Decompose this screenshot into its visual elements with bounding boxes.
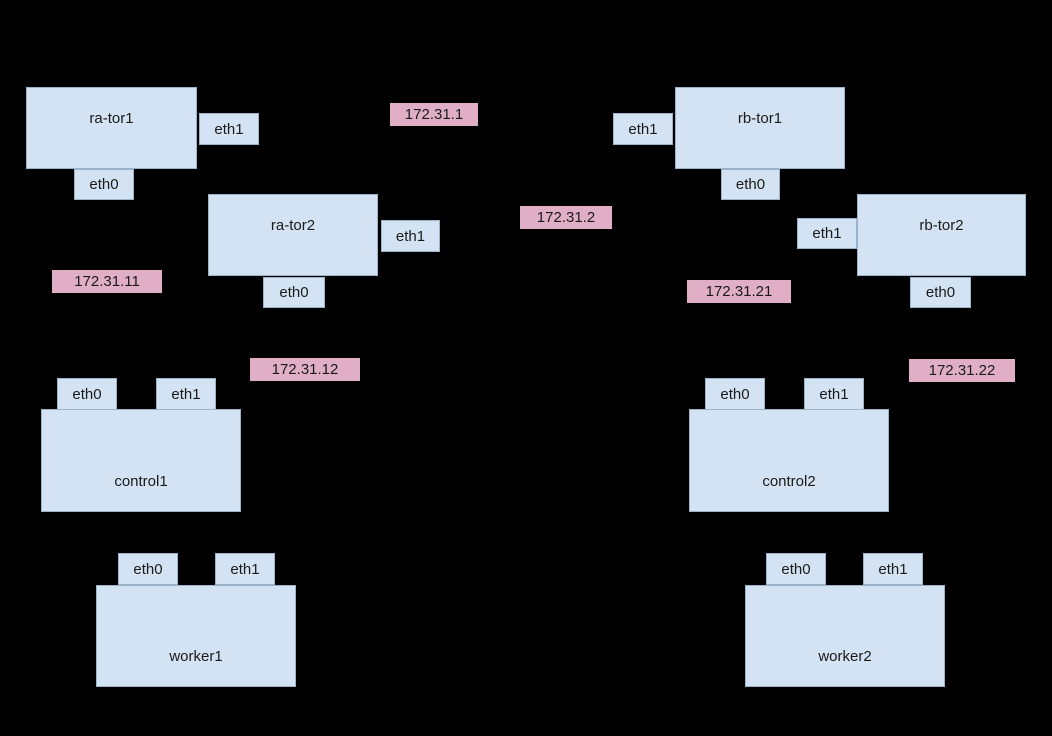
interface-ra-tor2-eth1[interactable]: eth1 bbox=[381, 220, 440, 252]
node-control2[interactable]: control2 bbox=[689, 409, 889, 512]
node-label: control1 bbox=[114, 473, 168, 490]
node-label: ra-tor1 bbox=[89, 110, 134, 127]
interface-label: eth1 bbox=[230, 560, 260, 578]
interface-label: eth0 bbox=[72, 385, 102, 403]
interface-rb-tor1-eth0[interactable]: eth0 bbox=[721, 169, 780, 200]
node-worker2[interactable]: worker2 bbox=[745, 585, 945, 687]
node-rb-tor2[interactable]: rb-tor2 bbox=[857, 194, 1026, 276]
interface-ra-tor1-eth1[interactable]: eth1 bbox=[199, 113, 259, 145]
node-control1[interactable]: control1 bbox=[41, 409, 241, 512]
interface-label: eth1 bbox=[628, 120, 658, 138]
interface-control1-eth0[interactable]: eth0 bbox=[57, 378, 117, 410]
node-label: rb-tor2 bbox=[919, 217, 964, 234]
interface-label: eth0 bbox=[735, 176, 766, 193]
subnet-label-subnet-172-31-11[interactable]: 172.31.11 bbox=[52, 270, 162, 293]
interface-label: eth0 bbox=[925, 284, 956, 301]
interface-worker2-eth1[interactable]: eth1 bbox=[863, 553, 923, 585]
interface-rb-tor2-eth0[interactable]: eth0 bbox=[910, 277, 971, 308]
interface-worker1-eth0[interactable]: eth0 bbox=[118, 553, 178, 585]
subnet-label-subnet-172-31-2[interactable]: 172.31.2 bbox=[520, 206, 612, 229]
subnet-label-subnet-172-31-22[interactable]: 172.31.22 bbox=[909, 359, 1015, 382]
subnet-label-subnet-172-31-1[interactable]: 172.31.1 bbox=[390, 103, 478, 126]
node-label: ra-tor2 bbox=[270, 217, 316, 234]
node-label: control2 bbox=[762, 473, 816, 490]
interface-ra-tor2-eth0[interactable]: eth0 bbox=[263, 277, 325, 308]
interface-worker2-eth0[interactable]: eth0 bbox=[766, 553, 826, 585]
subnet-label-subnet-172-31-12[interactable]: 172.31.12 bbox=[250, 358, 360, 381]
node-ra-tor1[interactable]: ra-tor1 bbox=[26, 87, 197, 169]
node-ra-tor2[interactable]: ra-tor2 bbox=[208, 194, 378, 276]
node-worker1[interactable]: worker1 bbox=[96, 585, 296, 687]
interface-control2-eth0[interactable]: eth0 bbox=[705, 378, 765, 410]
interface-label: eth1 bbox=[214, 120, 244, 138]
interface-label: eth1 bbox=[395, 227, 426, 245]
node-label: worker1 bbox=[169, 648, 223, 665]
interface-control2-eth1[interactable]: eth1 bbox=[804, 378, 864, 410]
node-rb-tor1[interactable]: rb-tor1 bbox=[675, 87, 845, 169]
interface-control1-eth1[interactable]: eth1 bbox=[156, 378, 216, 410]
interface-label: eth0 bbox=[781, 560, 811, 578]
subnet-label-subnet-172-31-21[interactable]: 172.31.21 bbox=[687, 280, 791, 303]
node-label: worker2 bbox=[818, 648, 872, 665]
interface-label: eth1 bbox=[819, 385, 849, 403]
interface-label: eth0 bbox=[279, 284, 309, 301]
interface-ra-tor1-eth0[interactable]: eth0 bbox=[74, 169, 134, 200]
interface-label: eth0 bbox=[720, 385, 750, 403]
interface-rb-tor1-eth1[interactable]: eth1 bbox=[613, 113, 673, 145]
interface-rb-tor2-eth1[interactable]: eth1 bbox=[797, 218, 857, 249]
interface-label: eth1 bbox=[171, 385, 201, 403]
interface-label: eth0 bbox=[133, 560, 163, 578]
node-label: rb-tor1 bbox=[737, 110, 783, 127]
interface-label: eth1 bbox=[878, 560, 908, 578]
interface-label: eth0 bbox=[89, 176, 119, 193]
interface-label: eth1 bbox=[812, 225, 842, 242]
interface-worker1-eth1[interactable]: eth1 bbox=[215, 553, 275, 585]
